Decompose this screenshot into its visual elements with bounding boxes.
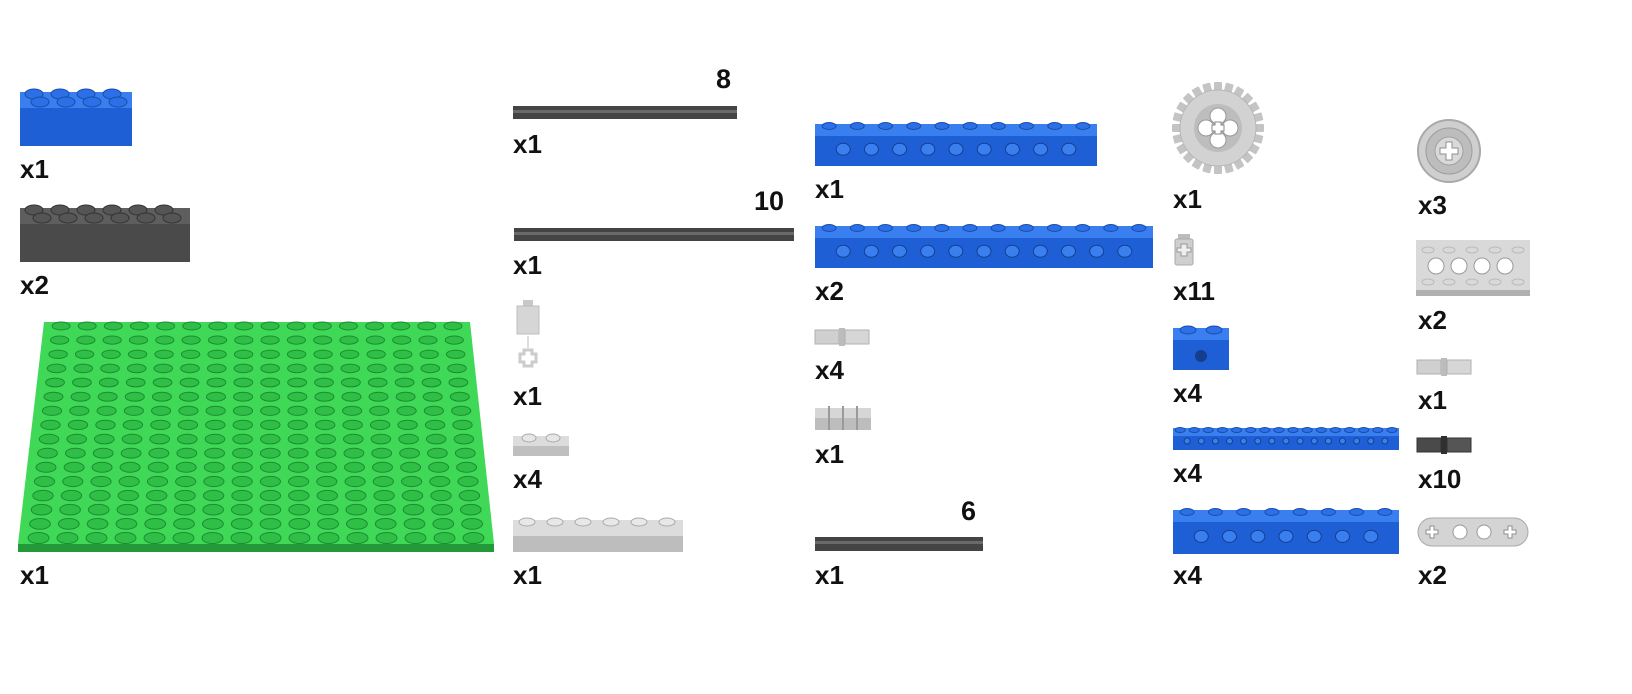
quantity-label: x4 (1173, 378, 1202, 408)
green-baseplate-icon (18, 318, 496, 556)
light-gray-technic-plate-2x4-icon (1416, 238, 1530, 300)
axle-joiner-icon (513, 300, 545, 374)
quantity-label: x10 (1418, 464, 1462, 494)
quantity-label: x1 (815, 439, 844, 469)
quantity-label: x1 (20, 154, 49, 184)
quantity-label: x1 (513, 381, 542, 411)
quantity-label: x4 (1173, 560, 1202, 590)
quantity-label: x1 (513, 560, 542, 590)
quantity-label: x1 (815, 560, 844, 590)
dark-gray-brick-2x6-icon (20, 202, 190, 262)
quantity-label: x2 (1418, 560, 1447, 590)
quantity-label: x2 (815, 276, 844, 306)
blue-technic-beam-8-icon (1173, 504, 1399, 554)
quantity-label: x11 (1173, 276, 1215, 306)
dark-gray-pin-icon (1416, 434, 1473, 456)
quantity-label: x1 (815, 174, 844, 204)
technic-pin-long-icon (815, 404, 871, 432)
blue-technic-brick-1x2-icon (1173, 322, 1229, 370)
quantity-label: x2 (1418, 305, 1447, 335)
quantity-label: x1 (513, 129, 542, 159)
quantity-label: x3 (1418, 190, 1447, 220)
blue-technic-beam-10-icon (815, 118, 1097, 166)
gear-24-icon (1172, 82, 1264, 174)
quantity-label: x4 (513, 464, 542, 494)
technic-pin-icon (814, 326, 871, 348)
quantity-label: x1 (513, 250, 542, 280)
blue-technic-plate-16-icon (1173, 424, 1399, 452)
quantity-label: x4 (1173, 458, 1202, 488)
axle-length-label: 10 (754, 186, 785, 216)
axle-length-label: 6 (961, 496, 977, 526)
light-gray-plate-1x2-icon (513, 430, 569, 456)
quantity-label: x2 (20, 270, 49, 300)
bushing-icon (1173, 234, 1195, 268)
pulley-wheel-icon (1416, 118, 1482, 184)
axle-10-icon (514, 226, 794, 242)
light-gray-pin-icon (1416, 356, 1473, 378)
quantity-label: x1 (20, 560, 49, 590)
light-gray-liftarm-icon (1416, 514, 1530, 552)
axle-length-label: 8 (716, 64, 732, 94)
axle-6-icon (815, 535, 983, 553)
quantity-label: x4 (815, 355, 844, 385)
light-gray-plate-1x6-icon (513, 512, 683, 552)
quantity-label: x1 (1418, 385, 1447, 415)
axle-8-icon (513, 104, 737, 120)
blue-brick-2x4-icon (20, 86, 132, 146)
blue-technic-beam-12-icon (815, 220, 1153, 268)
quantity-label: x1 (1173, 184, 1202, 214)
